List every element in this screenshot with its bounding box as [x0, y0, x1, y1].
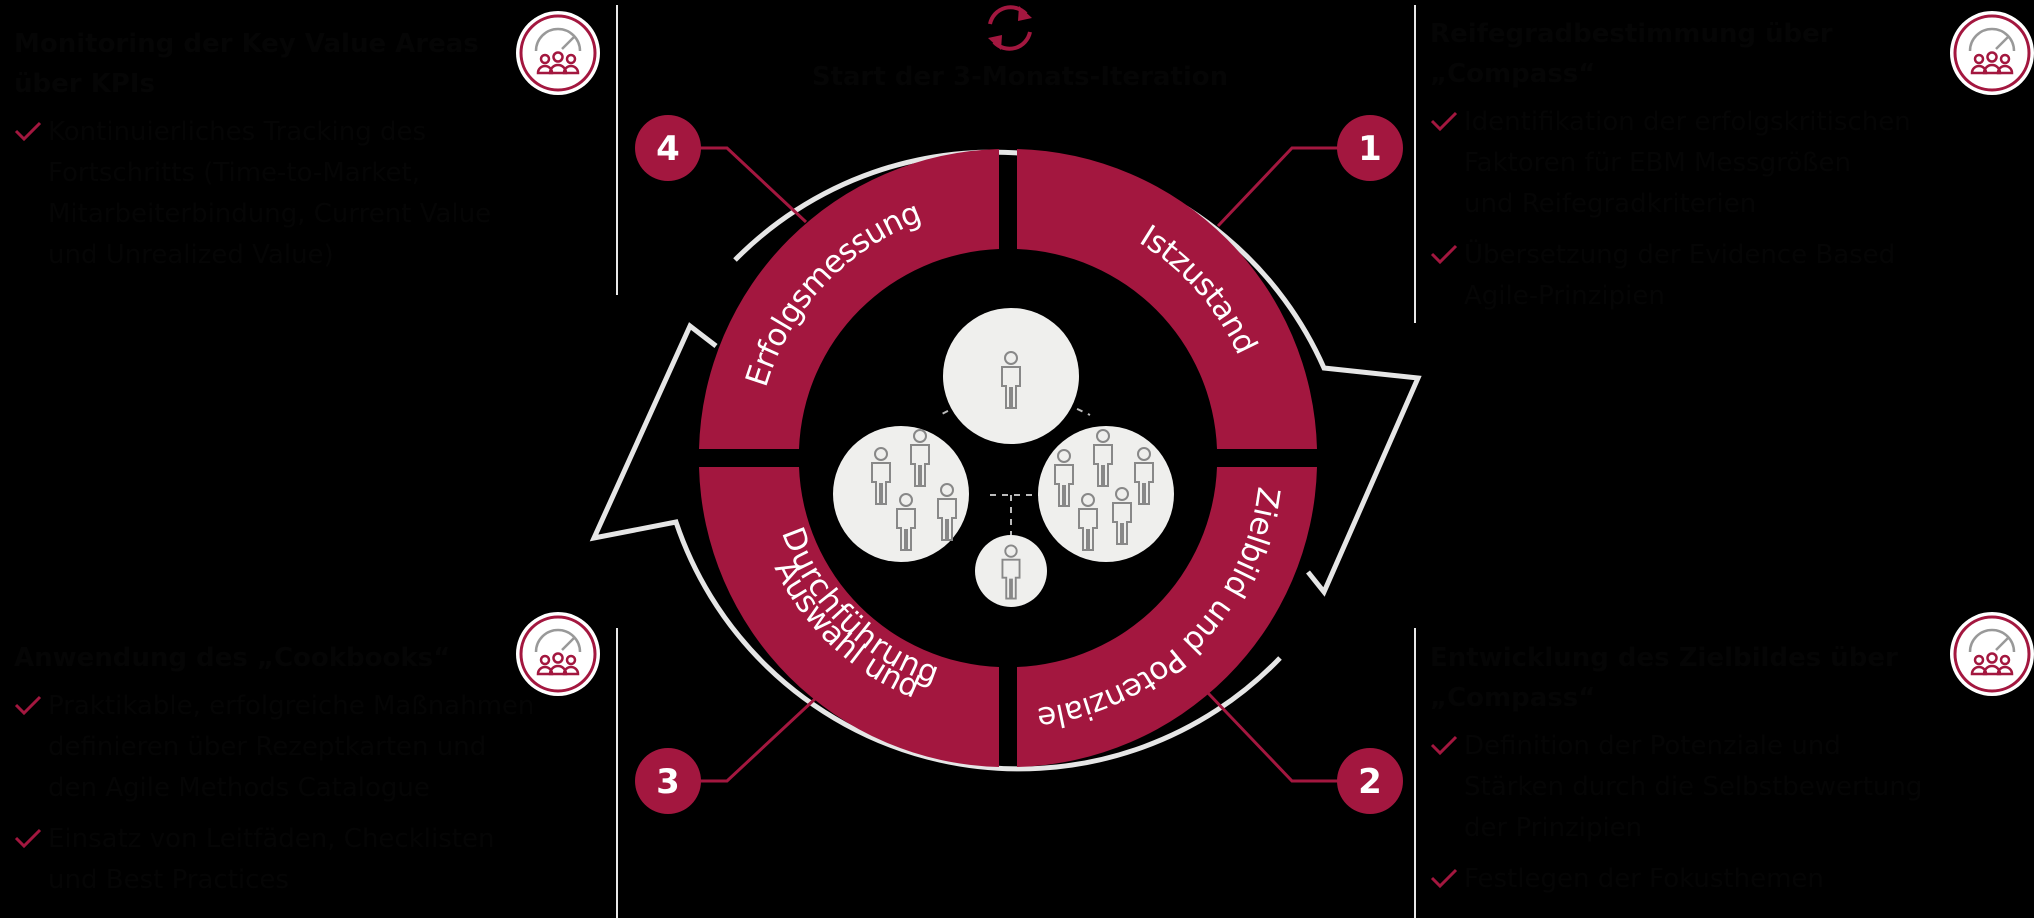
svg-text:3: 3	[656, 762, 680, 802]
separator-bottom-right	[1414, 628, 1416, 918]
person-icon	[871, 447, 891, 505]
person-icon	[1001, 544, 1021, 600]
bullet-list: Identifikation der erfolgskritischen Fak…	[1430, 102, 1990, 317]
check-icon	[1430, 726, 1464, 760]
list-item: Übersetzung der Evidence Based Agile-Pri…	[1430, 235, 1990, 317]
person-icon	[1134, 447, 1154, 505]
team-gauge-icon	[516, 612, 600, 696]
segment-erfolgsmessung	[699, 149, 999, 449]
person-icon	[1001, 351, 1021, 409]
team-gauge-icon	[516, 11, 600, 95]
list-item: Festlegen der Fokusthemen	[1430, 859, 2000, 900]
list-item: Identifikation der erfolgskritischen Fak…	[1430, 102, 1990, 225]
panel-bottom-left: Anwendung des „Cookbooks“ Praktikable, e…	[14, 638, 604, 911]
panel-title: Monitoring der Key Value Areas über KPIs	[14, 29, 479, 99]
person-icon	[1054, 449, 1074, 507]
person-icon	[1093, 429, 1113, 487]
bullet-list: Definition der Potenziale und Stärken du…	[1430, 726, 2000, 900]
person-figures	[871, 351, 1154, 600]
panel-title: Reifegradbestimmung über „Compass“	[1430, 19, 1833, 89]
list-item: Einsatz von Leitfäden, Checklisten und B…	[14, 819, 604, 901]
person-icon	[1112, 487, 1132, 545]
connector-1	[1216, 146, 1350, 228]
check-icon	[14, 112, 48, 146]
segment-istzustand	[1017, 149, 1317, 449]
badge-3: 3	[635, 748, 701, 814]
person-icon	[910, 429, 930, 487]
people-groups-icon	[833, 308, 1174, 607]
connector-2	[1206, 691, 1350, 783]
svg-text:1: 1	[1358, 129, 1382, 169]
panel-top-right: Reifegradbestimmung über „Compass“ Ident…	[1430, 14, 1990, 327]
separator-bottom-left	[616, 628, 618, 918]
panel-top-left: Monitoring der Key Value Areas über KPIs…	[14, 24, 574, 286]
cycle-arrow-lower	[589, 322, 1282, 772]
person-icon	[937, 483, 957, 541]
segment-zielbild	[1017, 467, 1317, 767]
list-item: Kontinuierliches Tracking des Fortschrit…	[14, 112, 574, 276]
panel-title: Entwicklung des Zielbildes über „Compass…	[1430, 643, 1898, 713]
separator-top-right	[1414, 5, 1416, 323]
refresh-cycle-icon	[988, 5, 1032, 51]
badge-2: 2	[1337, 748, 1403, 814]
badge-1: 1	[1337, 115, 1403, 181]
panel-title: Anwendung des „Cookbooks“	[14, 643, 451, 673]
svg-text:4: 4	[656, 129, 680, 169]
check-icon	[1430, 102, 1464, 136]
person-icon	[896, 493, 916, 551]
panel-bottom-right: Entwicklung des Zielbildes über „Compass…	[1430, 638, 2000, 910]
svg-text:2: 2	[1358, 762, 1382, 802]
list-item: Definition der Potenziale und Stärken du…	[1430, 726, 2000, 849]
team-gauge-icon	[1950, 612, 2034, 696]
bullet-list: Kontinuierliches Tracking des Fortschrit…	[14, 112, 574, 276]
bullet-list: Praktikable, erfolgreiche Maßnahmen defi…	[14, 686, 604, 901]
check-icon	[14, 686, 48, 720]
badge-4: 4	[635, 115, 701, 181]
team-gauge-icon	[1950, 11, 2034, 95]
check-icon	[1430, 235, 1464, 269]
check-icon	[14, 819, 48, 853]
person-icon	[1078, 493, 1098, 551]
segment-auswahl	[699, 467, 999, 767]
list-item: Praktikable, erfolgreiche Maßnahmen defi…	[14, 686, 604, 809]
check-icon	[1430, 859, 1464, 893]
separator-top-left	[616, 5, 618, 295]
cycle-title: Start der 3-Monats-Iteration	[811, 62, 1229, 92]
